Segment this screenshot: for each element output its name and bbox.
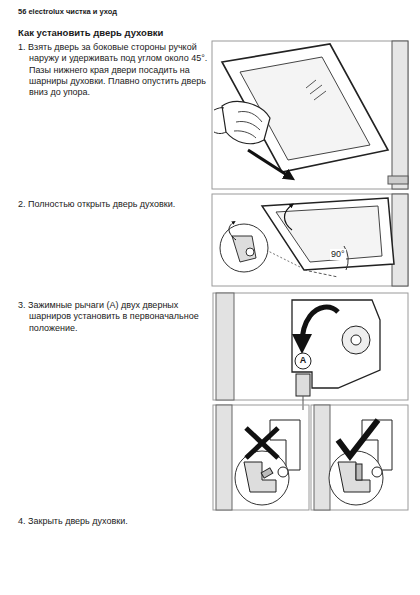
hinge-compare-figure bbox=[213, 396, 408, 510]
section-title: Как установить дверь духовки bbox=[18, 27, 218, 39]
door-open-figure bbox=[212, 194, 408, 286]
angle-label: 90° bbox=[330, 249, 346, 260]
step-text: 1. Взять дверь за боковые стороны ручкой… bbox=[18, 42, 217, 98]
step-text: 3. Зажимные рычаги (A) двух дверных шарн… bbox=[18, 300, 217, 334]
callout-letter: A bbox=[300, 355, 307, 366]
step-text: 4. Закрыть дверь духовки. bbox=[18, 516, 217, 527]
door-tilt-figure bbox=[212, 41, 408, 189]
hinge-lever-figure bbox=[213, 293, 408, 400]
page-header: 56 electrolux чистка и уход bbox=[18, 7, 218, 16]
step-text: 2. Полностью открыть дверь духовки. bbox=[18, 199, 217, 210]
